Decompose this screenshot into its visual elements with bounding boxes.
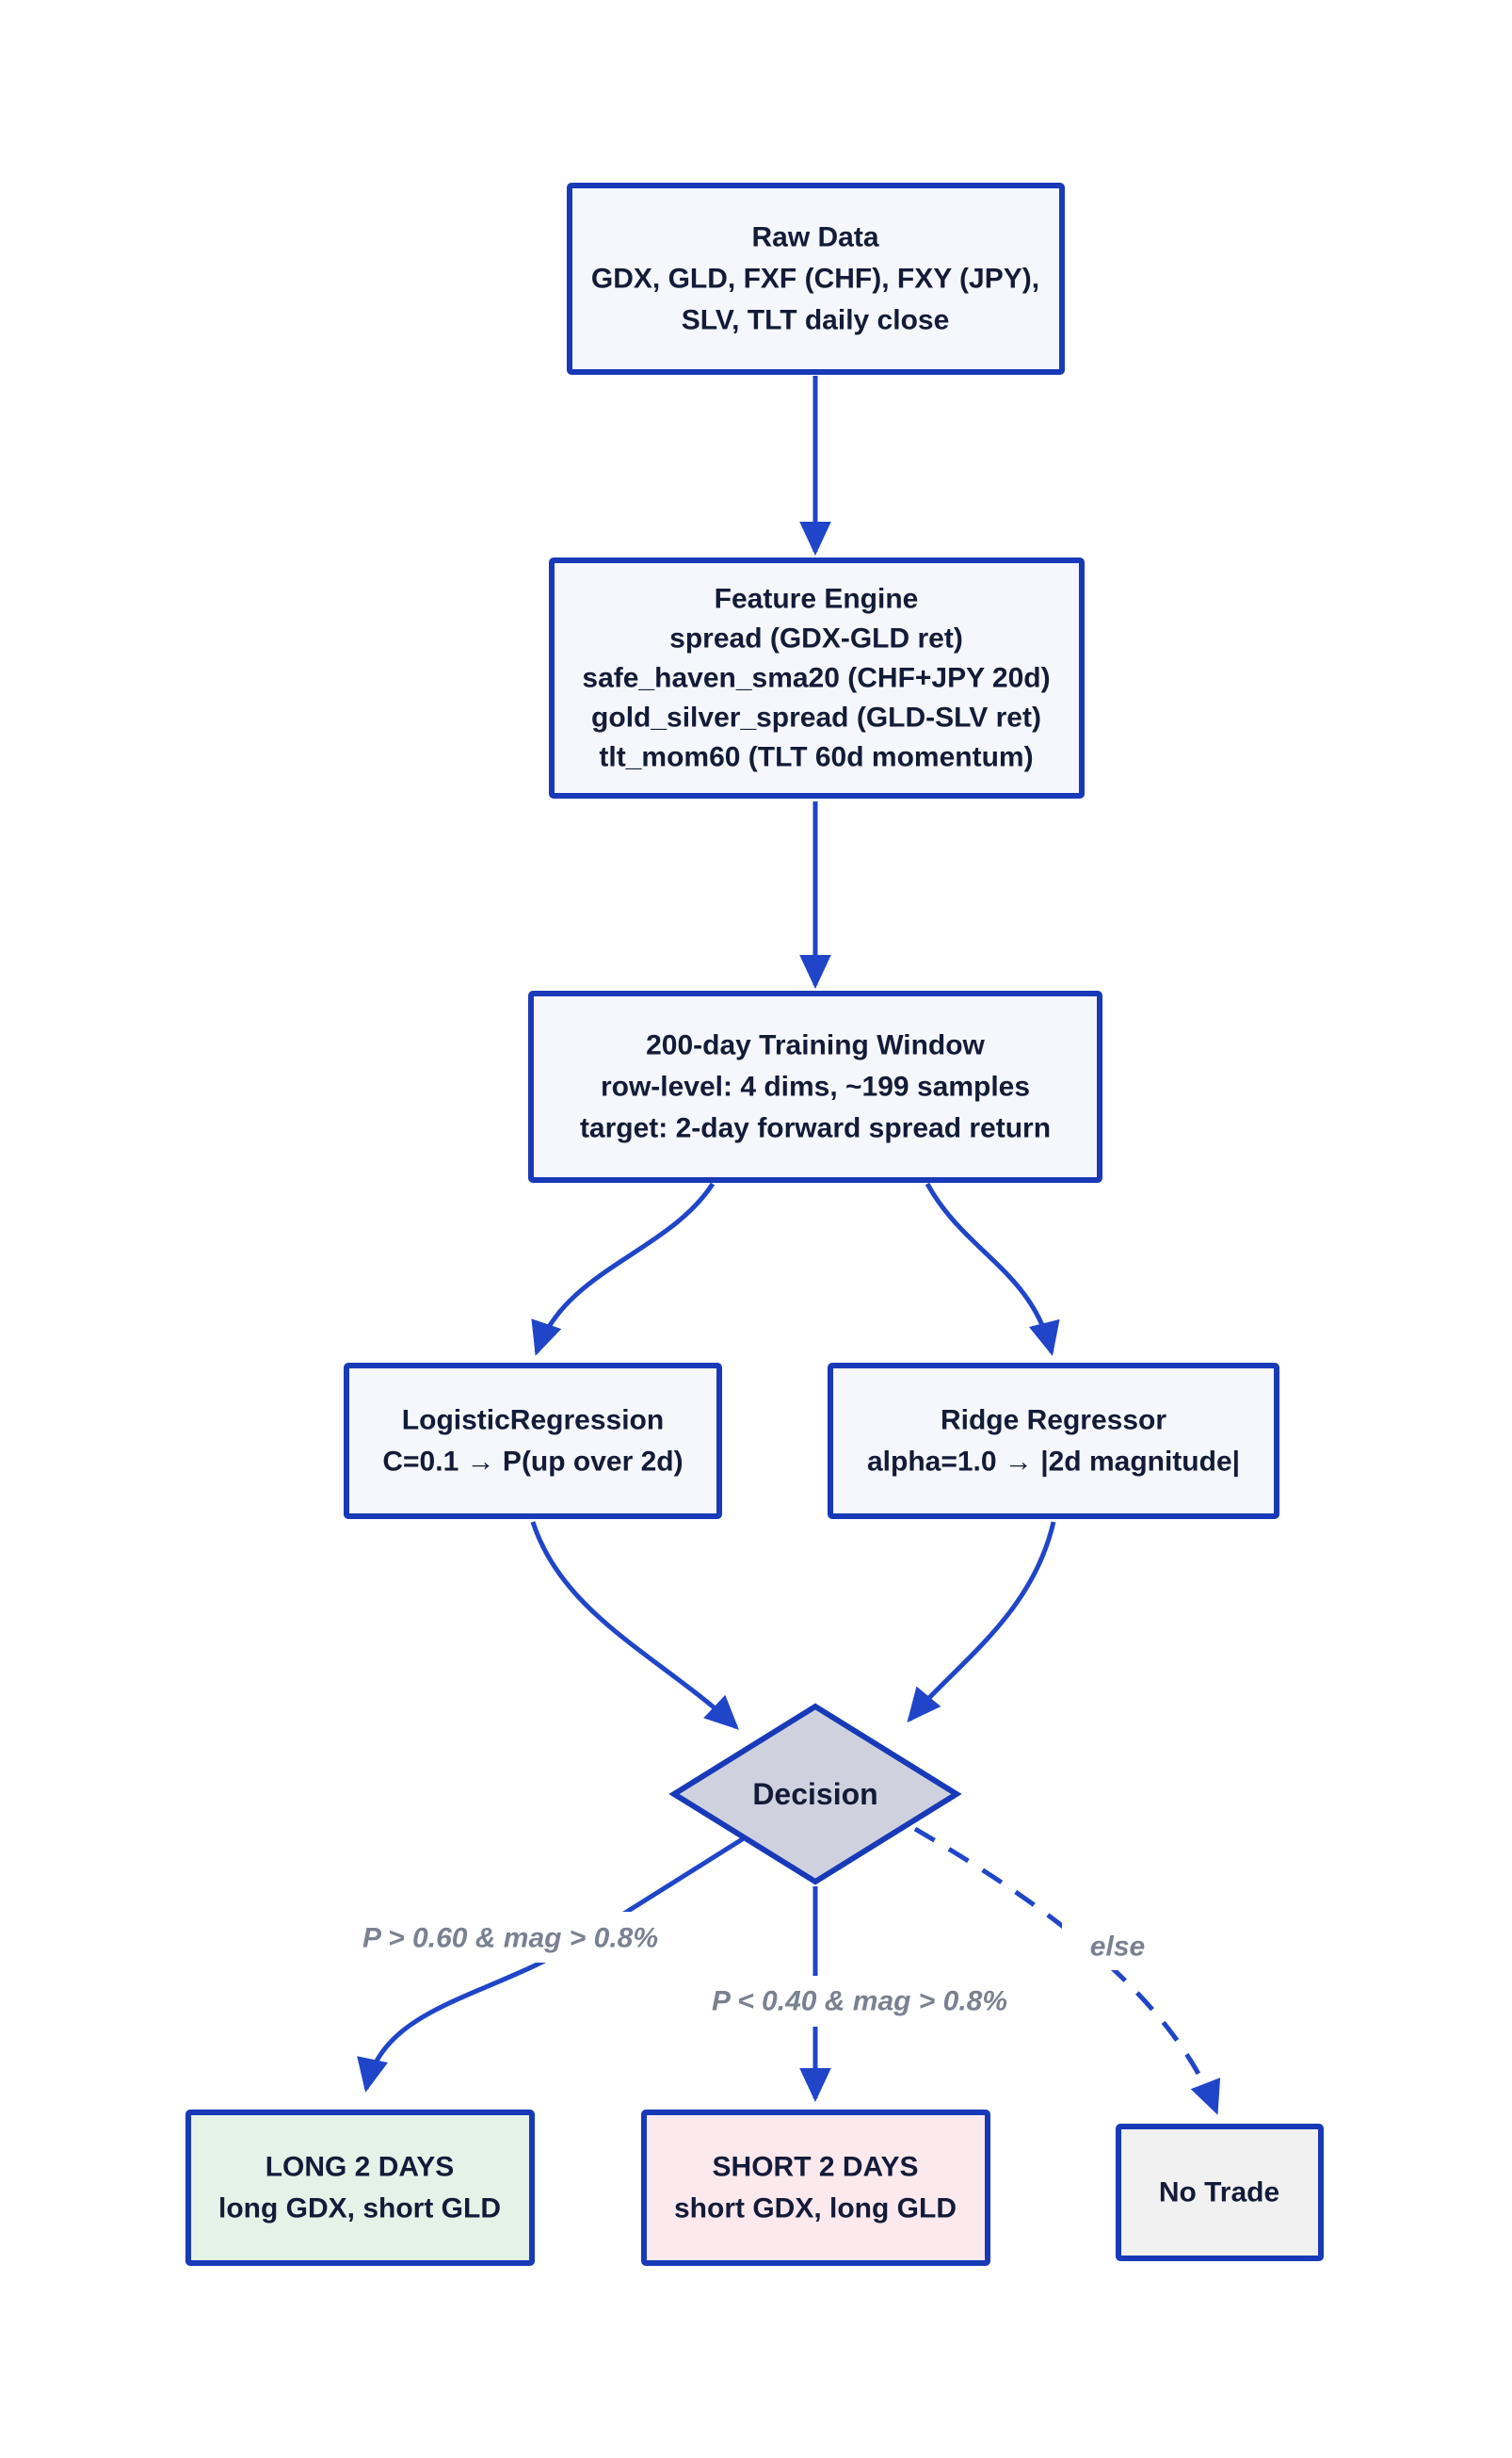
node-training-window-line: target: 2-day forward spread return	[580, 1113, 1051, 1144]
node-long-trade-line: LONG 2 DAYS	[265, 2152, 455, 2183]
node-long-trade: LONG 2 DAYS long GDX, short GLD	[185, 2110, 535, 2266]
edge-decision-to-long	[357, 1835, 746, 2093]
node-raw-data-line: SLV, TLT daily close	[682, 305, 950, 336]
node-feature-engine-line: safe_haven_sma20 (CHF+JPY 20d)	[582, 663, 1050, 694]
node-ridge-regressor: Ridge Regressor alpha=1.0 → |2d magnitud…	[828, 1363, 1279, 1519]
node-raw-data: Raw Data GDX, GLD, FXF (CHF), FXY (JPY),…	[567, 183, 1065, 375]
node-ridge-regressor-box	[828, 1363, 1279, 1519]
node-logistic-regression-box	[344, 1363, 722, 1519]
node-raw-data-line: GDX, GLD, FXF (CHF), FXY (JPY),	[591, 264, 1039, 295]
edge-label-short-condition-bg	[687, 1976, 1036, 2027]
edge-label-long-condition: P > 0.60 & mag > 0.8%	[362, 1912, 658, 1963]
edge-label-else-condition: else	[1062, 1923, 1175, 1970]
edge-logistic-to-decision	[530, 1521, 739, 1730]
node-raw-data-box	[567, 183, 1065, 375]
node-logistic-regression-line: C=0.1 → P(up over 2d)	[382, 1447, 683, 1478]
node-feature-engine-line: spread (GDX-GLD ret)	[669, 623, 963, 655]
edge-trainingwindow-to-logistic	[531, 1182, 716, 1356]
node-short-trade-line: short GDX, long GLD	[674, 2193, 957, 2224]
node-training-window-box	[528, 991, 1102, 1183]
edge-label-short-condition: P < 0.40 & mag > 0.8%	[687, 1976, 1036, 2027]
node-decision-label: Decision	[752, 1777, 877, 1811]
node-raw-data-line: Raw Data	[751, 222, 878, 253]
edge-label-else-condition-bg	[1062, 1923, 1175, 1970]
node-short-trade: SHORT 2 DAYS short GDX, long GLD	[641, 2110, 990, 2266]
node-no-trade-label: No Trade	[1159, 2177, 1279, 2208]
node-feature-engine-line: tlt_mom60 (TLT 60d momentum)	[599, 742, 1033, 773]
edge-ridge-to-decision	[907, 1521, 1056, 1723]
edge-label-else-condition-text: else	[1090, 1932, 1145, 1963]
node-ridge-regressor-line: alpha=1.0 → |2d magnitude|	[867, 1447, 1240, 1478]
node-short-trade-box	[641, 2110, 990, 2266]
edge-label-long-condition-text: P > 0.60 & mag > 0.8%	[362, 1923, 658, 1954]
edge-label-long-condition-bg	[365, 1912, 657, 1963]
node-training-window-line: 200-day Training Window	[646, 1030, 985, 1061]
node-feature-engine-line: gold_silver_spread (GLD-SLV ret)	[591, 703, 1041, 734]
node-long-trade-line: long GDX, short GLD	[218, 2193, 501, 2224]
node-training-window: 200-day Training Window row-level: 4 dim…	[528, 991, 1102, 1183]
node-training-window-line: row-level: 4 dims, ~199 samples	[601, 1072, 1030, 1103]
edge-label-short-condition-text: P < 0.40 & mag > 0.8%	[712, 1986, 1007, 2017]
node-feature-engine-line: Feature Engine	[715, 584, 919, 615]
node-long-trade-box	[185, 2110, 535, 2266]
node-short-trade-line: SHORT 2 DAYS	[713, 2152, 919, 2183]
node-logistic-regression: LogisticRegression C=0.1 → P(up over 2d)	[344, 1363, 722, 1519]
node-logistic-regression-line: LogisticRegression	[402, 1405, 664, 1436]
node-no-trade: No Trade	[1116, 2124, 1324, 2261]
node-feature-engine-box	[549, 558, 1085, 799]
node-decision: Decision	[668, 1703, 962, 1885]
node-ridge-regressor-line: Ridge Regressor	[941, 1405, 1166, 1436]
node-decision-diamond	[668, 1703, 962, 1885]
edge-trainingwindow-to-ridge	[925, 1182, 1060, 1356]
node-feature-engine: Feature Engine spread (GDX-GLD ret) safe…	[549, 558, 1085, 799]
node-no-trade-box	[1116, 2124, 1324, 2261]
